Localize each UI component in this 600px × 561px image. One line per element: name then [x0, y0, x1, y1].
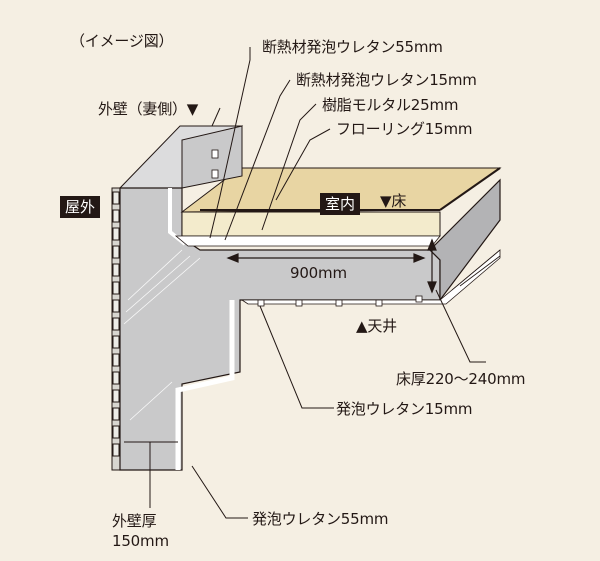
- label-wall-thickness-value: 150mm: [112, 532, 169, 550]
- concrete-hatch: [123, 249, 201, 421]
- thickness-dimension: [427, 238, 437, 294]
- floor-insulation: [174, 235, 441, 247]
- callout-insulation-55: 断熱材発泡ウレタン55mm: [262, 38, 443, 56]
- label-width: 900mm: [290, 264, 347, 282]
- wall-insulation: [168, 188, 187, 246]
- width-dimension: [226, 253, 426, 263]
- callout-foam-55: 発泡ウレタン55mm: [252, 510, 389, 528]
- resin-mortar: [181, 211, 441, 237]
- label-floor: ▼床: [380, 192, 407, 210]
- callout-flooring: フローリング15mm: [336, 120, 473, 138]
- label-ceiling: ▲天井: [356, 317, 397, 335]
- ceiling-joists: [240, 249, 501, 307]
- leader-lines: [124, 47, 486, 519]
- caption: （イメージ図）: [70, 32, 174, 50]
- slab-end: [429, 178, 501, 302]
- label-floor-thickness: 床厚220～240mm: [396, 370, 526, 388]
- badge-inside: 室内: [320, 193, 361, 215]
- callout-foam-15: 発泡ウレタン15mm: [336, 400, 473, 418]
- callout-insulation-15: 断熱材発泡ウレタン15mm: [296, 71, 477, 89]
- callout-resin-mortar: 樹脂モルタル25mm: [322, 96, 459, 114]
- badge-outside: 屋外: [60, 196, 101, 218]
- wall-facing: [111, 187, 121, 471]
- label-wall-thickness: 外壁厚: [112, 512, 157, 530]
- label-outer-wall-gable: 外壁（妻側）▼: [98, 100, 199, 118]
